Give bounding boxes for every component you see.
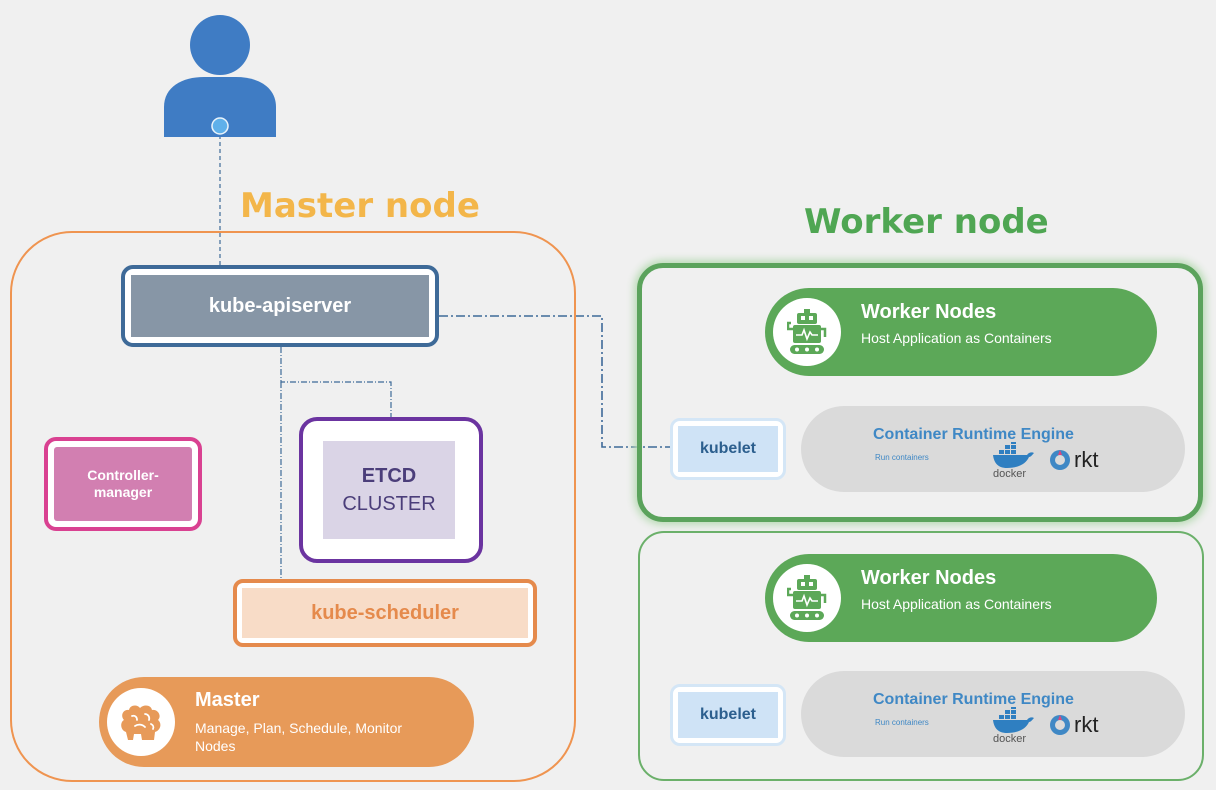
kubelet-label: kubelet [678, 426, 778, 472]
docker-label: docker [993, 733, 1027, 745]
rkt-logo-icon [1050, 450, 1070, 470]
brain-icon [121, 705, 161, 740]
runtime-subtitle: Run containers [875, 718, 929, 727]
worker-nodes-subtitle: Host Application as Containers [861, 596, 1052, 612]
worker-nodes-subtitle: Host Application as Containers [861, 330, 1052, 346]
worker-nodes-pill-2: Worker Nodes Host Application as Contain… [765, 554, 1157, 642]
robot-icon [787, 309, 827, 354]
master-pill: Master Manage, Plan, Schedule, Monitor N… [99, 677, 474, 767]
docker-whale-icon: docker [991, 440, 1037, 482]
robot-icon [787, 575, 827, 620]
worker-nodes-title: Worker Nodes [861, 567, 997, 589]
docker-whale-icon: docker [991, 705, 1037, 747]
etcd-cluster-box[interactable]: ETCD CLUSTER [299, 417, 483, 563]
rkt-logo-icon [1050, 715, 1070, 735]
container-runtime-engine-pill-2: Container Runtime Engine Run containers … [801, 671, 1185, 757]
master-subtitle: Manage, Plan, Schedule, Monitor Nodes [195, 720, 403, 754]
kube-scheduler-label: kube-scheduler [242, 588, 528, 638]
kubelet-label: kubelet [678, 692, 778, 738]
controller-manager-box[interactable]: Controller- manager [44, 437, 202, 531]
worker-node-frame-2 [638, 531, 1204, 781]
kube-scheduler-box[interactable]: kube-scheduler [233, 579, 537, 647]
container-runtime-engine-pill-1: Container Runtime Engine Run containers … [801, 406, 1185, 492]
rkt-label: rkt [1074, 712, 1099, 737]
worker-nodes-pill-1: Worker Nodes Host Application as Contain… [765, 288, 1157, 376]
controller-manager-label: Controller- manager [54, 447, 192, 521]
master-title: Master [195, 689, 260, 711]
rkt-label: rkt [1074, 447, 1099, 472]
kubelet-box-2[interactable]: kubelet [670, 684, 786, 746]
master-node-frame [10, 231, 576, 782]
runtime-title: Container Runtime Engine [873, 426, 1074, 443]
worker-node-title: Worker node [804, 202, 1049, 242]
docker-label: docker [993, 468, 1027, 480]
runtime-subtitle: Run containers [875, 453, 929, 462]
worker-nodes-title: Worker Nodes [861, 301, 997, 323]
kube-apiserver-box[interactable]: kube-apiserver [121, 265, 439, 347]
kube-apiserver-label: kube-apiserver [131, 275, 429, 337]
user-icon [164, 15, 276, 137]
runtime-title: Container Runtime Engine [873, 691, 1074, 708]
apiserver-to-etcd-line [280, 347, 392, 419]
cluster-label: CLUSTER [342, 493, 436, 515]
rkt-logo: rkt [1049, 712, 1099, 737]
worker-node-frame-1 [637, 263, 1203, 522]
master-node-title: Master node [240, 186, 480, 226]
kubelet-box-1[interactable]: kubelet [670, 418, 786, 480]
etcd-label: ETCD [361, 465, 417, 487]
rkt-logo: rkt [1049, 447, 1099, 472]
